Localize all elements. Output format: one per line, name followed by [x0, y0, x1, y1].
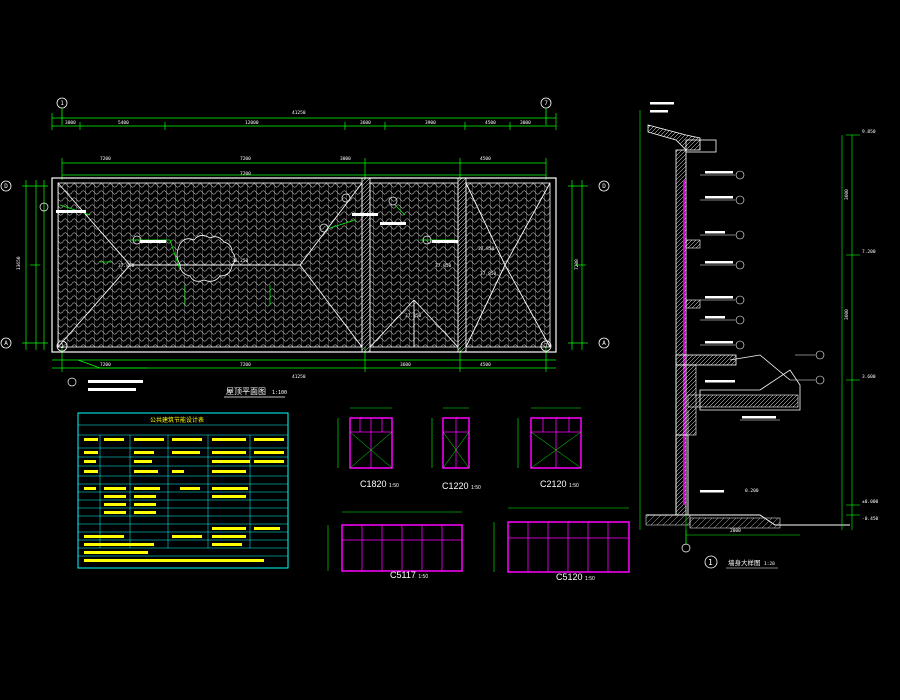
window-c1220 [431, 407, 470, 469]
window-label-c2120: C2120 1:50 [540, 479, 579, 489]
svg-text:41250: 41250 [292, 374, 306, 380]
section-scale: 1:20 [764, 561, 775, 567]
svg-text:3600: 3600 [844, 189, 850, 200]
window-label-c5117: C5117 1:50 [390, 570, 429, 580]
svg-text:3600: 3600 [844, 309, 850, 320]
section-note-marks [650, 102, 776, 493]
svg-text:38.250: 38.250 [232, 258, 249, 264]
svg-text:1: 1 [60, 343, 64, 350]
window-c5117 [327, 511, 463, 572]
svg-text:3000: 3000 [340, 156, 351, 162]
svg-text:7.200: 7.200 [862, 249, 876, 255]
window-c2120 [517, 407, 582, 469]
section-title: 墙身大样图 [728, 558, 761, 567]
svg-text:37.850: 37.850 [480, 271, 497, 277]
svg-text:12000: 12000 [245, 120, 259, 126]
revision-cloud [176, 235, 236, 282]
svg-text:A: A [602, 340, 606, 347]
svg-text:13650: 13650 [16, 256, 22, 270]
svg-text:2800: 2800 [730, 528, 741, 534]
svg-text:7200: 7200 [240, 156, 251, 162]
svg-text:37.850: 37.850 [478, 246, 495, 252]
svg-text:4500: 4500 [485, 120, 496, 126]
roof-plan-scale: 1:100 [272, 390, 287, 396]
svg-text:A: A [4, 340, 8, 347]
hip-lines [57, 182, 551, 348]
svg-text:9.850: 9.850 [862, 129, 876, 135]
energy-table: 公共建筑节能设计表 [77, 412, 289, 569]
wall-section: 9.850 7.200 3.600 ±0.000 -0.450 3600 360… [639, 102, 879, 569]
window-c1820 [337, 407, 393, 469]
svg-text:3000: 3000 [65, 120, 76, 126]
svg-text:D: D [4, 183, 8, 190]
svg-text:7200: 7200 [100, 362, 111, 368]
section-dim-text: 9.850 7.200 3.600 ±0.000 -0.450 3600 360… [730, 129, 879, 534]
svg-text:3900: 3900 [425, 120, 436, 126]
annotation-text [56, 210, 458, 391]
svg-text:7: 7 [544, 100, 548, 107]
svg-text:3600: 3600 [360, 120, 371, 126]
svg-text:4500: 4500 [480, 156, 491, 162]
roof-plan-title: 屋顶平面图 [226, 387, 266, 396]
dimension-lines-top [51, 113, 557, 180]
window-label-c5120: C5120 1:50 [556, 572, 595, 582]
svg-text:37.850: 37.850 [405, 313, 422, 319]
dimension-lines-sides [22, 180, 588, 350]
table-title: 公共建筑节能设计表 [150, 416, 204, 424]
overall-dimension: 41250 [292, 110, 306, 116]
svg-text:3600: 3600 [400, 362, 411, 368]
window-label-c1220: C1220 1:50 [442, 481, 481, 491]
section-leaders [700, 170, 825, 421]
svg-text:0.200: 0.200 [745, 488, 759, 494]
svg-text:37.850: 37.850 [435, 263, 452, 269]
window-c5120 [493, 507, 630, 573]
svg-text:3000: 3000 [520, 120, 531, 126]
window-details [327, 407, 630, 573]
svg-text:7: 7 [544, 343, 548, 350]
svg-text:3.600: 3.600 [862, 374, 876, 380]
svg-text:7200: 7200 [100, 156, 111, 162]
svg-text:±0.000: ±0.000 [862, 499, 879, 505]
detail-markers [39, 193, 432, 387]
svg-text:7200: 7200 [240, 171, 251, 177]
svg-text:D: D [602, 183, 606, 190]
svg-text:4500: 4500 [480, 362, 491, 368]
svg-text:37.850: 37.850 [118, 263, 135, 269]
svg-text:7200: 7200 [240, 362, 251, 368]
grid-labels: 1 7 1 7 D D A A [4, 100, 606, 350]
svg-text:1: 1 [60, 100, 64, 107]
svg-text:7200: 7200 [574, 259, 580, 270]
svg-text:5400: 5400 [118, 120, 129, 126]
window-label-c1820: C1820 1:50 [360, 479, 399, 489]
svg-text:-0.450: -0.450 [862, 516, 879, 522]
section-grid-label: 1 [708, 558, 713, 567]
table-cell-marks [84, 438, 284, 562]
